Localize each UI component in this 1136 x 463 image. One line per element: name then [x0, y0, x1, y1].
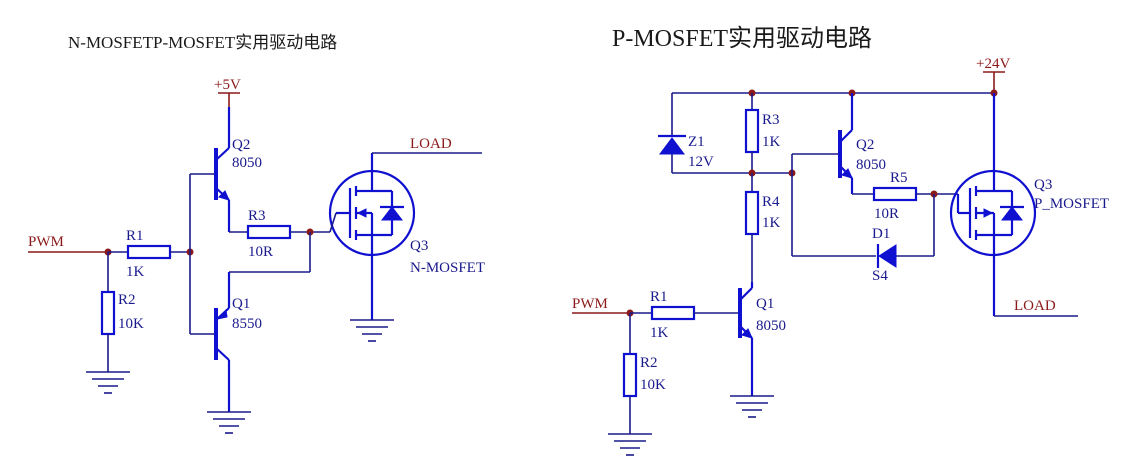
left-r3-ref: R3 [248, 208, 266, 224]
left-q2-ref: Q2 [232, 137, 250, 153]
left-r1-resistor [126, 244, 172, 260]
right-r1-val: 1K [650, 325, 669, 341]
left-r1-val: 1K [126, 264, 145, 280]
left-r2-ref: R2 [118, 292, 136, 308]
right-d1-ref: D1 [872, 226, 890, 242]
right-r2-val: 10K [640, 377, 666, 393]
right-pwm-label: PWM [572, 296, 608, 312]
right-d1-diode [876, 244, 897, 268]
left-vcc-label: +5V [214, 77, 241, 93]
right-q1-transistor [738, 282, 754, 396]
left-q1-transistor [214, 272, 231, 412]
right-d1-val: S4 [872, 268, 888, 284]
right-title: P-MOSFET实用驱动电路 [612, 25, 872, 52]
left-circuit: N-MOSFETP-MOSFET实用驱动电路 +5V PWM R1 1K R2 … [28, 33, 485, 434]
right-q3-ref: Q3 [1034, 177, 1052, 193]
right-r4-ref: R4 [762, 194, 780, 210]
right-ground-1 [608, 433, 652, 456]
right-z1-zener [658, 93, 686, 173]
left-vcc-symbol: +5V [214, 77, 241, 107]
left-pwm-label: PWM [28, 234, 64, 250]
left-q3-val: N-MOSFET [410, 260, 485, 276]
left-q3-ref: Q3 [410, 238, 428, 254]
right-load-label: LOAD [1014, 298, 1056, 314]
right-r5-ref: R5 [890, 170, 908, 186]
right-r1-ref: R1 [650, 289, 668, 305]
left-q2-val: 8050 [232, 155, 262, 171]
left-ground-3 [350, 319, 394, 342]
right-r3-ref: R3 [762, 112, 780, 128]
right-r4-resistor [744, 190, 760, 236]
right-vcc-label: +24V [976, 56, 1010, 72]
right-q3-val: P_MOSFET [1034, 196, 1109, 212]
right-q3-mosfet [949, 93, 1037, 316]
right-q1-ref: Q1 [756, 296, 774, 312]
right-q2-val: 8050 [856, 157, 886, 173]
right-r2-resistor [622, 352, 638, 398]
right-vcc-symbol: +24V [976, 56, 1010, 93]
right-q2-ref: Q2 [856, 137, 874, 153]
right-circuit: P-MOSFET实用驱动电路 +24V Z1 12V R3 1K [572, 25, 1109, 456]
left-ground-2 [207, 411, 251, 434]
left-r3-val: 10R [248, 244, 273, 260]
left-ground-1 [86, 371, 130, 394]
left-title: N-MOSFETP-MOSFET实用驱动电路 [68, 33, 337, 52]
left-r3-resistor [246, 224, 292, 240]
left-q1-ref: Q1 [232, 296, 250, 312]
right-r2-ref: R2 [640, 355, 658, 371]
left-q1-val: 8550 [232, 316, 262, 332]
left-r2-val: 10K [118, 316, 144, 332]
left-q2-transistor [214, 107, 231, 232]
left-q3-mosfet [328, 153, 416, 320]
left-r2-resistor [100, 290, 116, 336]
right-q1-val: 8050 [756, 318, 786, 334]
right-r3-val: 1K [762, 134, 781, 150]
right-r3-resistor [744, 108, 760, 154]
left-r1-ref: R1 [126, 228, 144, 244]
right-r4-val: 1K [762, 215, 781, 231]
right-r5-resistor [872, 186, 918, 202]
left-load-label: LOAD [410, 136, 452, 152]
right-r1-resistor [650, 305, 696, 321]
right-z1-val: 12V [688, 154, 714, 170]
right-q2-transistor [838, 93, 854, 194]
right-ground-2 [730, 395, 774, 418]
right-z1-ref: Z1 [688, 134, 705, 150]
right-r5-val: 10R [874, 206, 899, 222]
